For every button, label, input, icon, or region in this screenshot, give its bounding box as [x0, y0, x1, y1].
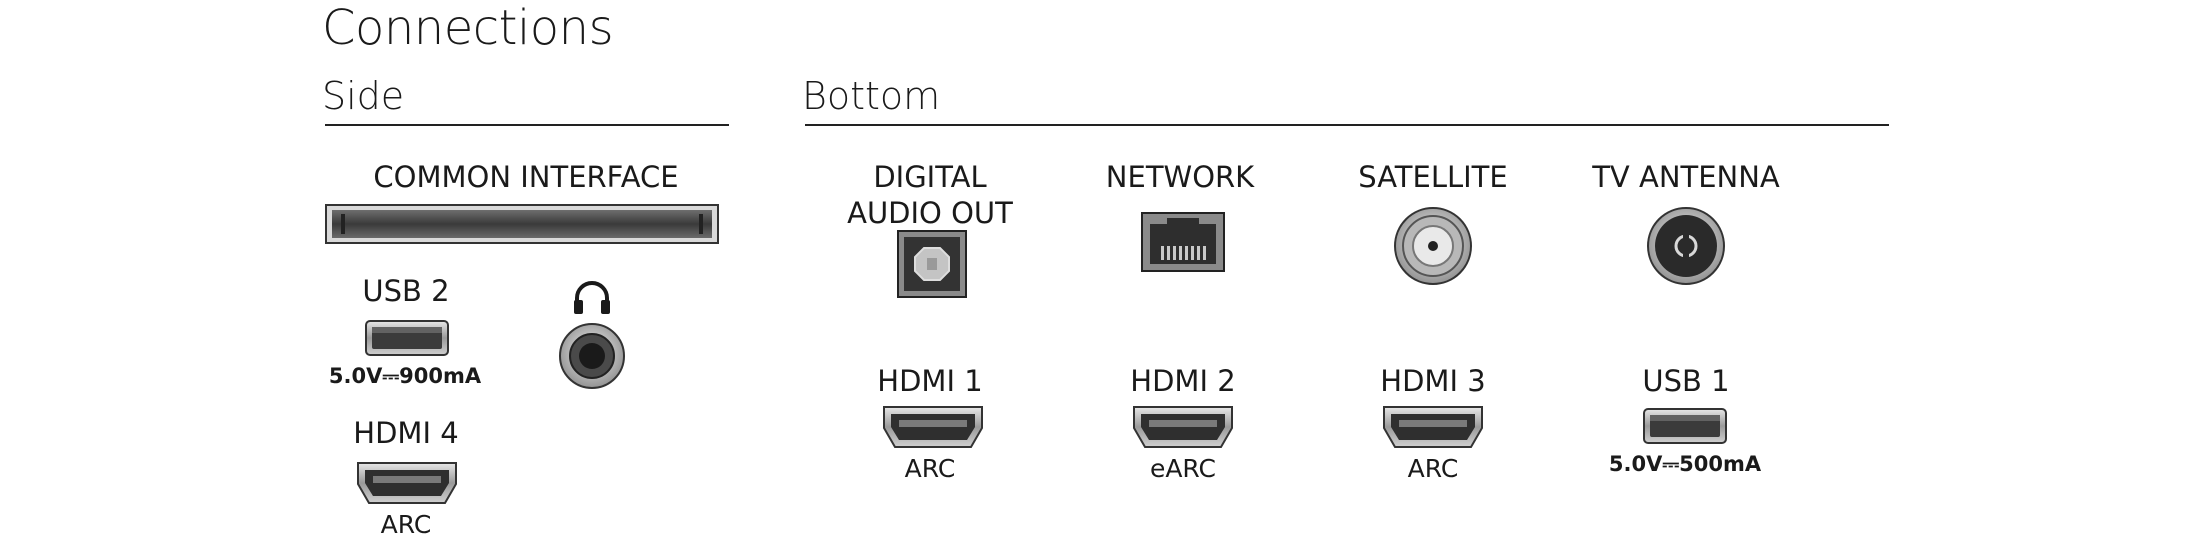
- hdmi-port-icon: [1383, 406, 1483, 448]
- digital-audio-out-port[interactable]: [897, 230, 967, 298]
- usb1-label: USB 1: [1642, 364, 1730, 398]
- side-divider: [325, 124, 729, 126]
- optical-port-icon: [897, 230, 967, 298]
- usb2-label: USB 2: [362, 274, 450, 308]
- hdmi3-sub: ARC: [1407, 454, 1459, 483]
- digital-audio-label-line2: AUDIO OUT: [847, 196, 1013, 230]
- hdmi2-port[interactable]: [1131, 404, 1235, 450]
- hdmi1-port[interactable]: [881, 404, 985, 450]
- usb2-port[interactable]: [365, 320, 449, 356]
- usb2-spec: 5.0V⎓900mA: [328, 364, 482, 388]
- hdmi3-label: HDMI 3: [1380, 364, 1486, 398]
- hdmi-port-icon: [883, 406, 983, 448]
- audio-jack-icon: [559, 323, 625, 389]
- hdmi4-label: HDMI 4: [353, 416, 459, 450]
- tv-antenna-port[interactable]: [1646, 206, 1726, 286]
- usb-port-icon: [365, 320, 449, 356]
- hdmi-port-icon: [357, 462, 457, 504]
- hdmi-port-icon: [1133, 406, 1233, 448]
- hdmi4-port[interactable]: [355, 460, 459, 506]
- antenna-connector-icon: [1647, 207, 1725, 285]
- hdmi4-sub: ARC: [380, 510, 432, 539]
- common-interface-label: COMMON INTERFACE: [373, 160, 679, 194]
- satellite-label: SATELLITE: [1358, 160, 1508, 194]
- usb1-spec: 5.0V⎓500mA: [1608, 452, 1762, 476]
- network-port[interactable]: [1141, 212, 1225, 272]
- hdmi2-label: HDMI 2: [1130, 364, 1236, 398]
- hdmi1-sub: ARC: [904, 454, 956, 483]
- page-title: Connections: [322, 0, 614, 56]
- usb-port-icon: [1643, 408, 1727, 444]
- tv-antenna-label: TV ANTENNA: [1592, 160, 1780, 194]
- digital-audio-label-line1: DIGITAL: [873, 160, 987, 194]
- satellite-connector-icon: [1394, 207, 1472, 285]
- hdmi1-label: HDMI 1: [877, 364, 983, 398]
- ethernet-port-icon: [1141, 212, 1225, 272]
- section-bottom-heading: Bottom: [802, 74, 941, 118]
- hdmi2-sub: eARC: [1149, 454, 1217, 483]
- satellite-port[interactable]: [1393, 206, 1473, 286]
- ci-slot-icon: [325, 204, 719, 244]
- common-interface-slot[interactable]: [325, 204, 719, 244]
- headphone-jack[interactable]: [558, 322, 626, 390]
- headphone-icon: [572, 278, 612, 316]
- bottom-divider: [805, 124, 1889, 126]
- network-label: NETWORK: [1105, 160, 1255, 194]
- section-side-heading: Side: [322, 74, 405, 118]
- usb1-port[interactable]: [1643, 408, 1727, 444]
- hdmi3-port[interactable]: [1381, 404, 1485, 450]
